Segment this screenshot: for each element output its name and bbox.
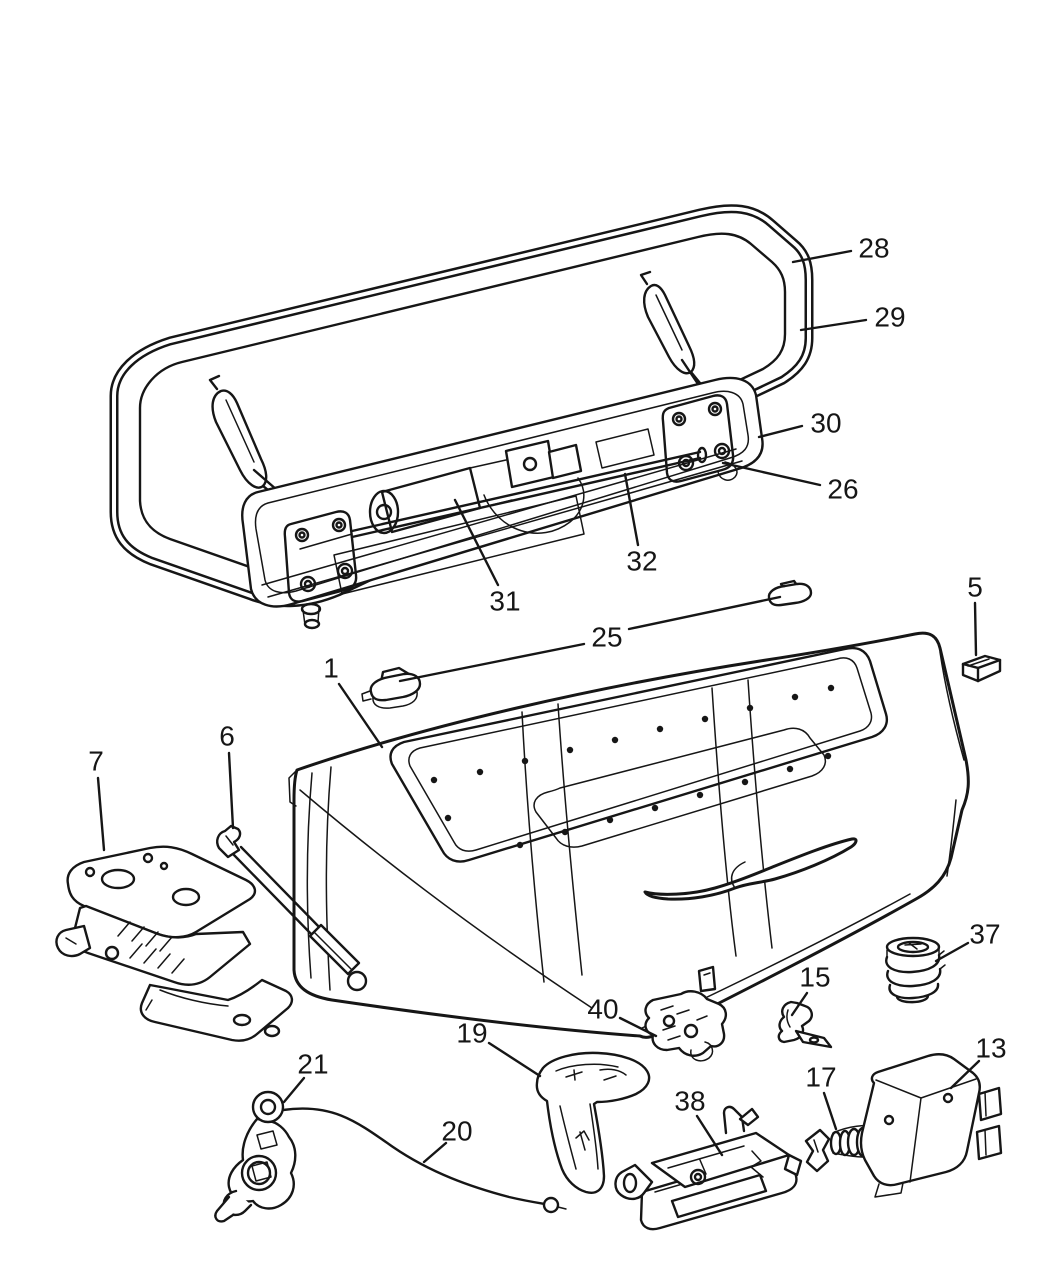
leader-line-40 bbox=[618, 1016, 658, 1038]
release-lever-21 bbox=[214, 1090, 297, 1223]
leader-line-25 bbox=[627, 595, 782, 631]
clip-5 bbox=[961, 654, 1002, 683]
callout-label-28: 28 bbox=[858, 233, 889, 264]
leader-line-6 bbox=[227, 751, 235, 830]
gas-prop-6 bbox=[216, 824, 368, 992]
hinge-arm-right bbox=[639, 270, 715, 401]
callout-label-19: 19 bbox=[456, 1018, 487, 1049]
callout-label-20: 20 bbox=[441, 1116, 472, 1147]
leader-line-13 bbox=[949, 1059, 981, 1090]
clip-bracket-15 bbox=[777, 1000, 833, 1049]
leader-line-28 bbox=[791, 249, 853, 264]
leader-line-26 bbox=[721, 461, 822, 487]
bumper-25-left bbox=[361, 666, 422, 709]
leader-line-31 bbox=[453, 498, 500, 587]
bumper-25-right bbox=[767, 579, 813, 607]
trim-panel-30 bbox=[241, 376, 764, 630]
callout-label-1: 1 bbox=[323, 653, 339, 684]
callout-label-37: 37 bbox=[969, 919, 1000, 950]
callout-label-5: 5 bbox=[967, 572, 983, 603]
leader-line-25 bbox=[398, 642, 586, 683]
leader-line-29 bbox=[799, 318, 868, 332]
callout-label-32: 32 bbox=[626, 546, 657, 577]
leader-line-38 bbox=[695, 1114, 724, 1157]
leader-line-37 bbox=[934, 941, 970, 963]
spoiler-recess bbox=[389, 646, 888, 863]
callout-label-7: 7 bbox=[88, 746, 104, 777]
release-handle-19 bbox=[535, 1051, 651, 1194]
callout-label-26: 26 bbox=[827, 474, 858, 505]
link-rod-32 bbox=[299, 446, 708, 550]
latch-40 bbox=[644, 965, 727, 1062]
leader-line-32 bbox=[623, 472, 640, 547]
leader-line-1 bbox=[337, 682, 384, 749]
callout-label-29: 29 bbox=[874, 302, 905, 333]
spring-bumper-37 bbox=[885, 936, 946, 1004]
callout-label-25: 25 bbox=[591, 622, 622, 653]
callout-label-13: 13 bbox=[975, 1033, 1006, 1064]
callout-label-6: 6 bbox=[219, 721, 235, 752]
actuator-link-17 bbox=[804, 1124, 880, 1173]
hinge-assembly-7 bbox=[55, 845, 294, 1042]
leader-line-5 bbox=[973, 601, 978, 657]
leader-line-30 bbox=[757, 424, 804, 439]
release-cable-20 bbox=[281, 1107, 567, 1214]
callout-label-40: 40 bbox=[587, 994, 618, 1025]
callout-label-17: 17 bbox=[805, 1062, 836, 1093]
hinge-bracket-left bbox=[283, 510, 358, 630]
callout-label-30: 30 bbox=[810, 408, 841, 439]
latch-assembly-38 bbox=[614, 1105, 803, 1231]
callout-label-38: 38 bbox=[674, 1086, 705, 1117]
callout-label-31: 31 bbox=[489, 586, 520, 617]
leader-line-20 bbox=[422, 1141, 448, 1164]
leader-line-15 bbox=[790, 991, 809, 1017]
callout-label-15: 15 bbox=[799, 962, 830, 993]
decklid-1 bbox=[288, 631, 970, 1039]
lock-actuator-13 bbox=[859, 1053, 1003, 1198]
leader-line-19 bbox=[487, 1041, 542, 1078]
leader-line-17 bbox=[822, 1091, 838, 1131]
wing-emblem bbox=[643, 837, 858, 901]
leader-line-21 bbox=[282, 1076, 306, 1104]
leader-line-7 bbox=[96, 776, 106, 852]
callout-label-21: 21 bbox=[297, 1049, 328, 1080]
